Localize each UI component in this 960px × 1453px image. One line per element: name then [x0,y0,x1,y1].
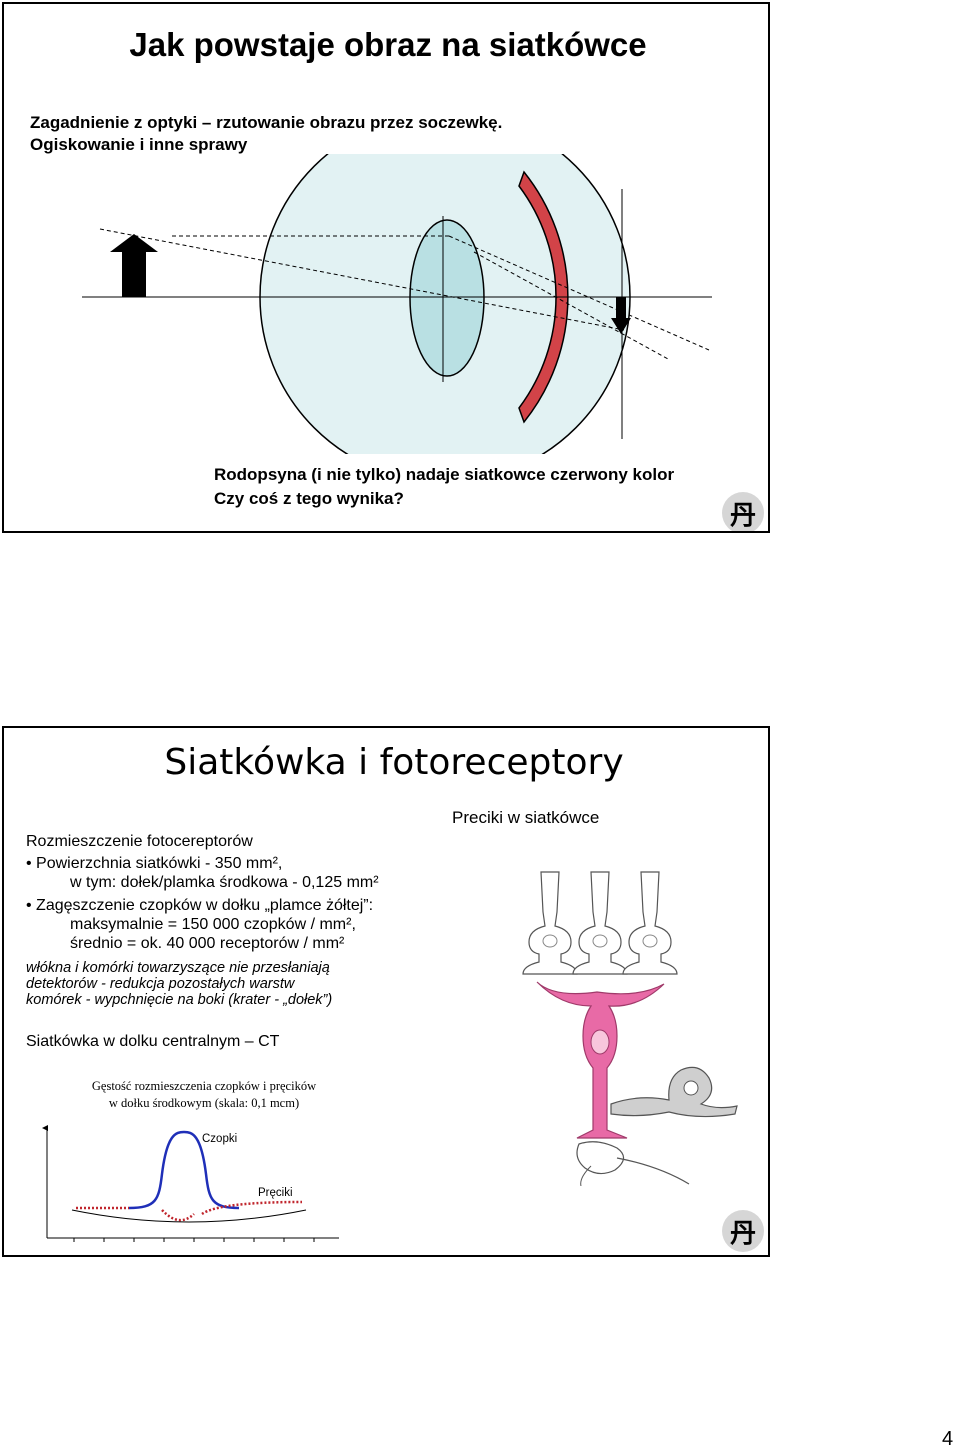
preciki-label: Preciki w siatkówce [452,808,600,827]
bullet2-line3: średnio = ok. 40 000 receptorów / mm² [70,935,345,952]
density-diagram: Czopki Pręciki [42,1125,339,1242]
bipolar-nucleus [590,1029,610,1055]
ganglion-cell [576,1141,625,1175]
ray-refracted [448,235,710,351]
preciki-curve-label: Pręciki [258,1187,293,1199]
bullet2-line1: Zagęszczenie czopków w dołku „plamce żół… [36,897,374,914]
distribution-heading: Rozmieszczenie fotocereptorów [26,833,253,850]
horizontal-nucleus [683,1080,699,1096]
italic-line3: komórek - wypchnięcie na boki (krater - … [26,992,333,1008]
eye-diagram [82,154,712,454]
bullet-density: • Zagęszczenie czopków w dołku „plamce ż… [26,896,379,953]
retina-surface-curve [71,1209,307,1223]
horizontal-cell [610,1066,738,1118]
ct-line: Siatkówka w dolku centralnym – CT [26,1033,280,1050]
bullet2-line2: maksymalnie = 150 000 czopków / mm², [70,916,356,933]
slide1-subtitle-line2: Ogiskowanie i inne sprawy [30,135,248,154]
slide2-title: Siatkówka i fotoreceptory [164,742,624,783]
x-ticks [73,1238,315,1242]
rods-curve-right [201,1200,303,1216]
bipolar-cell [536,981,665,1139]
retina-band [518,170,569,424]
ray-secondary [473,251,669,360]
slide1-subtitle-line1: Zagadnienie z optyki – rzutowanie obrazu… [30,113,503,132]
slide1-bottom-text: Rodopsyna (i nie tylko) nadaje siatkowce… [214,463,674,511]
slide1-subtitle: Zagadnienie z optyki – rzutowanie obrazu… [30,112,502,156]
bullet-list: • Powierzchnia siatkówki - 350 mm², w ty… [26,854,379,957]
slide1-bottom-line2: Czy coś z tego wynika? [214,489,404,508]
page-number: 4 [942,1428,954,1450]
rod-cell-3 [622,871,678,975]
ganglion-axon [616,1157,690,1185]
image-arrow [611,297,631,334]
slide1-title: Jak powstaje obraz na siatkówce [129,26,647,63]
fibers-note: włókna i komórki towarzyszące nie przesł… [26,960,332,1008]
slide-optics: Jak powstaje obraz na siatkówce Zagadnie… [2,2,770,533]
slide1-bottom-line1: Rodopsyna (i nie tylko) nadaje siatkowce… [214,465,675,484]
czopki-label: Czopki [202,1133,237,1145]
bullet1-line2: w tym: dołek/plamka środkowa - 0,125 mm² [70,874,379,891]
density-caption-line1: Gęstość rozmieszczenia czopków i pręcikó… [91,1079,317,1093]
density-caption-line2: w dołku środkowym (skala: 0,1 mcm) [108,1096,300,1110]
seal-logo: 丹 [722,492,764,531]
bullet-surface: • Powierzchnia siatkówki - 350 mm², w ty… [26,855,379,891]
rods-dip [161,1209,195,1222]
rod-cell-2 [572,871,628,975]
seal-logo: 丹 [722,1210,764,1252]
rod-cells [522,871,678,975]
cones-curve [128,1130,240,1210]
slide-retina: Siatkówka i fotoreceptory Preciki w siat… [2,726,770,1257]
density-caption: Gęstość rozmieszczenia czopków i pręcikó… [64,1078,344,1112]
rod-nuclei [542,934,658,948]
object-arrow [110,234,158,297]
retina-cells-diagram [522,871,738,1186]
ray-through-center [99,228,625,331]
bullet1-line1: Powierzchnia siatkówki - 350 mm², [36,855,283,872]
italic-line2: detektorów - redukcja pozostałych warstw [26,976,295,992]
italic-line1: włókna i komórki towarzyszące nie przesł… [26,960,330,976]
lens [409,219,485,377]
ganglion-dendrite [580,1165,592,1186]
rod-cell-1 [522,871,578,975]
